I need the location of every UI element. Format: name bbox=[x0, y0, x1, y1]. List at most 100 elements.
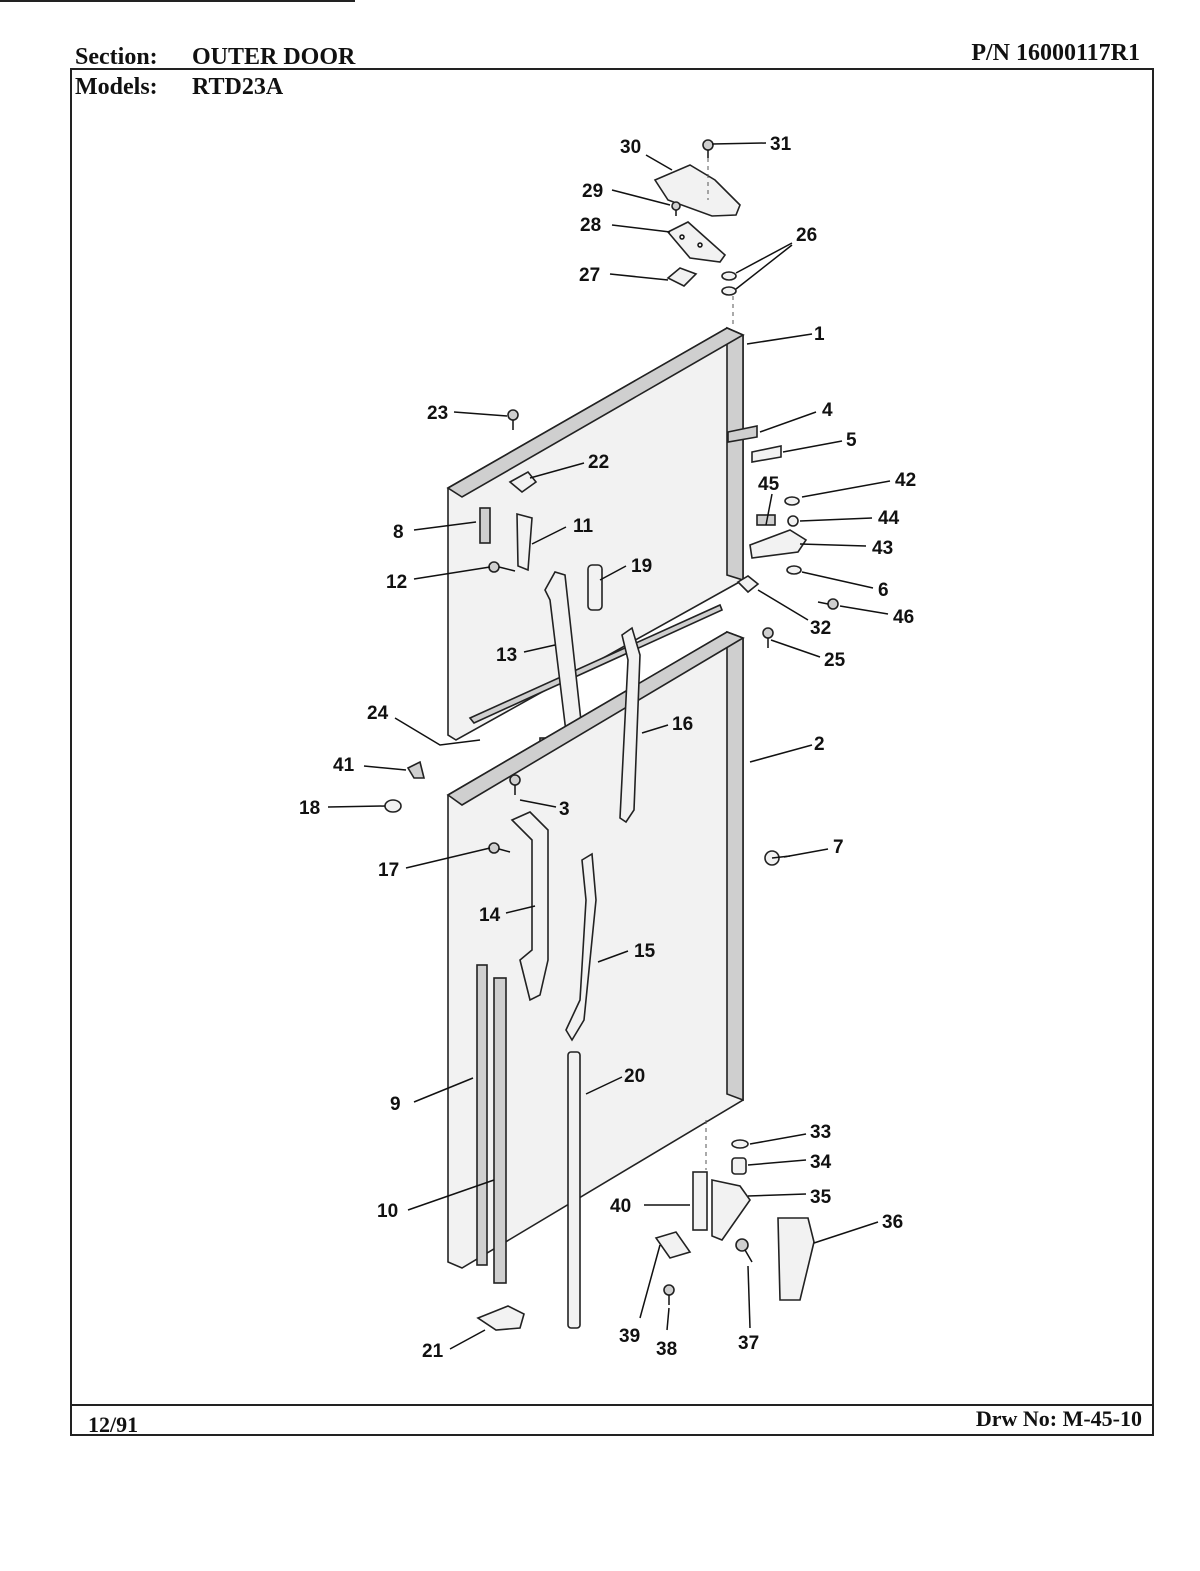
callout-10: 10 bbox=[377, 1201, 398, 1222]
trim-strip-9 bbox=[476, 964, 488, 1266]
shim-screw bbox=[671, 201, 681, 216]
callout-3: 3 bbox=[559, 799, 570, 820]
callout-13: 13 bbox=[496, 645, 517, 666]
callout-7: 7 bbox=[833, 837, 844, 858]
callout-15: 15 bbox=[634, 941, 656, 962]
trim-strip-10 bbox=[493, 977, 507, 1284]
callout-30: 30 bbox=[620, 137, 641, 158]
callout-39: 39 bbox=[619, 1326, 640, 1347]
callout-18: 18 bbox=[299, 798, 320, 819]
stop-screw-7 bbox=[764, 850, 791, 866]
drawing-frame bbox=[70, 68, 1154, 1436]
screw-23 bbox=[507, 409, 519, 430]
callout-43: 43 bbox=[872, 538, 893, 559]
screw-46 bbox=[817, 598, 839, 610]
part-number: P/N 16000117R1 bbox=[971, 40, 1140, 66]
hinge-washers bbox=[721, 271, 737, 296]
callout-22: 22 bbox=[588, 452, 609, 473]
screw-3 bbox=[509, 774, 521, 795]
washer-42 bbox=[784, 496, 800, 506]
callout-numbers: 1 2 3 4 5 6 7 8 9 10 11 12 13 14 15 16 1… bbox=[299, 134, 916, 1362]
trim-piece-8 bbox=[479, 507, 491, 544]
plug-18 bbox=[384, 799, 402, 813]
hinge-screw bbox=[702, 139, 714, 158]
callout-41: 41 bbox=[333, 755, 355, 776]
freezer-door-panel bbox=[446, 326, 745, 741]
handle-insert-20 bbox=[567, 1051, 581, 1329]
callout-21: 21 bbox=[422, 1341, 444, 1362]
callout-36: 36 bbox=[882, 1212, 903, 1233]
handle-insert-19 bbox=[587, 564, 603, 611]
fresh-food-door-panel bbox=[446, 630, 745, 1269]
drawing-number: Drw No: M-45-10 bbox=[975, 1406, 1142, 1431]
washer-6 bbox=[786, 565, 802, 575]
top-rule bbox=[0, 0, 355, 2]
callout-5: 5 bbox=[846, 430, 857, 451]
handle-15 bbox=[565, 852, 597, 1042]
hinge-shim bbox=[666, 267, 698, 287]
callout-1: 1 bbox=[814, 324, 825, 345]
models-value: RTD23A bbox=[192, 74, 284, 100]
screw-25 bbox=[762, 627, 774, 648]
callout-33: 33 bbox=[810, 1122, 831, 1143]
shim-40 bbox=[692, 1171, 708, 1231]
leader-lines bbox=[327, 142, 891, 1350]
callout-16: 16 bbox=[672, 714, 693, 735]
callout-44: 44 bbox=[878, 508, 900, 529]
callout-17: 17 bbox=[378, 860, 399, 881]
bushing-44 bbox=[787, 515, 799, 527]
drawing-date: 12/91 bbox=[88, 1412, 139, 1437]
callout-26: 26 bbox=[796, 225, 817, 246]
handle-bracket-11 bbox=[516, 512, 533, 572]
callout-19: 19 bbox=[631, 556, 652, 577]
shim-32 bbox=[736, 575, 760, 594]
callout-32: 32 bbox=[810, 618, 831, 639]
washer-33 bbox=[731, 1139, 749, 1149]
screw-17 bbox=[488, 842, 511, 854]
door-stop-21 bbox=[476, 1305, 525, 1331]
center-hinge-43 bbox=[749, 514, 808, 559]
top-hinge-plate bbox=[666, 221, 727, 263]
callout-29: 29 bbox=[582, 181, 603, 202]
hinge-cover-36 bbox=[777, 1217, 815, 1301]
callout-40: 40 bbox=[610, 1196, 631, 1217]
bottom-hinge-35 bbox=[711, 1179, 751, 1241]
callout-37: 37 bbox=[738, 1333, 759, 1354]
section-label: Section: bbox=[75, 44, 158, 70]
screw-37 bbox=[735, 1238, 753, 1263]
callout-20: 20 bbox=[624, 1066, 645, 1087]
callout-12: 12 bbox=[386, 572, 407, 593]
callout-2: 2 bbox=[814, 734, 825, 755]
callout-11: 11 bbox=[573, 516, 594, 537]
models-label: Models: bbox=[75, 74, 158, 100]
callout-23: 23 bbox=[427, 403, 448, 424]
section-value: OUTER DOOR bbox=[192, 44, 356, 70]
trim-plate bbox=[751, 445, 782, 463]
screw-38 bbox=[663, 1284, 675, 1305]
bushing-34 bbox=[731, 1157, 747, 1175]
callout-25: 25 bbox=[824, 650, 846, 671]
name-plate bbox=[727, 425, 758, 443]
callout-31: 31 bbox=[770, 134, 792, 155]
callout-27: 27 bbox=[579, 265, 600, 286]
callout-4: 4 bbox=[822, 400, 833, 421]
callout-14: 14 bbox=[479, 905, 501, 926]
callout-28: 28 bbox=[580, 215, 601, 236]
callout-24: 24 bbox=[367, 703, 389, 724]
hinge-bracket-22 bbox=[508, 470, 538, 494]
top-hinge-cover bbox=[653, 164, 741, 217]
callout-45: 45 bbox=[758, 474, 780, 495]
handle-16 bbox=[619, 626, 641, 824]
callout-35: 35 bbox=[810, 1187, 832, 1208]
footer-rule bbox=[70, 1404, 1154, 1406]
callout-42: 42 bbox=[895, 470, 916, 491]
callout-34: 34 bbox=[810, 1152, 832, 1173]
callout-9: 9 bbox=[390, 1094, 401, 1115]
callout-8: 8 bbox=[393, 522, 404, 543]
handle-bracket-14 bbox=[510, 811, 549, 1002]
callout-38: 38 bbox=[656, 1339, 677, 1360]
callout-46: 46 bbox=[893, 607, 914, 628]
bracket-39 bbox=[654, 1231, 692, 1259]
stop-41 bbox=[406, 760, 426, 779]
